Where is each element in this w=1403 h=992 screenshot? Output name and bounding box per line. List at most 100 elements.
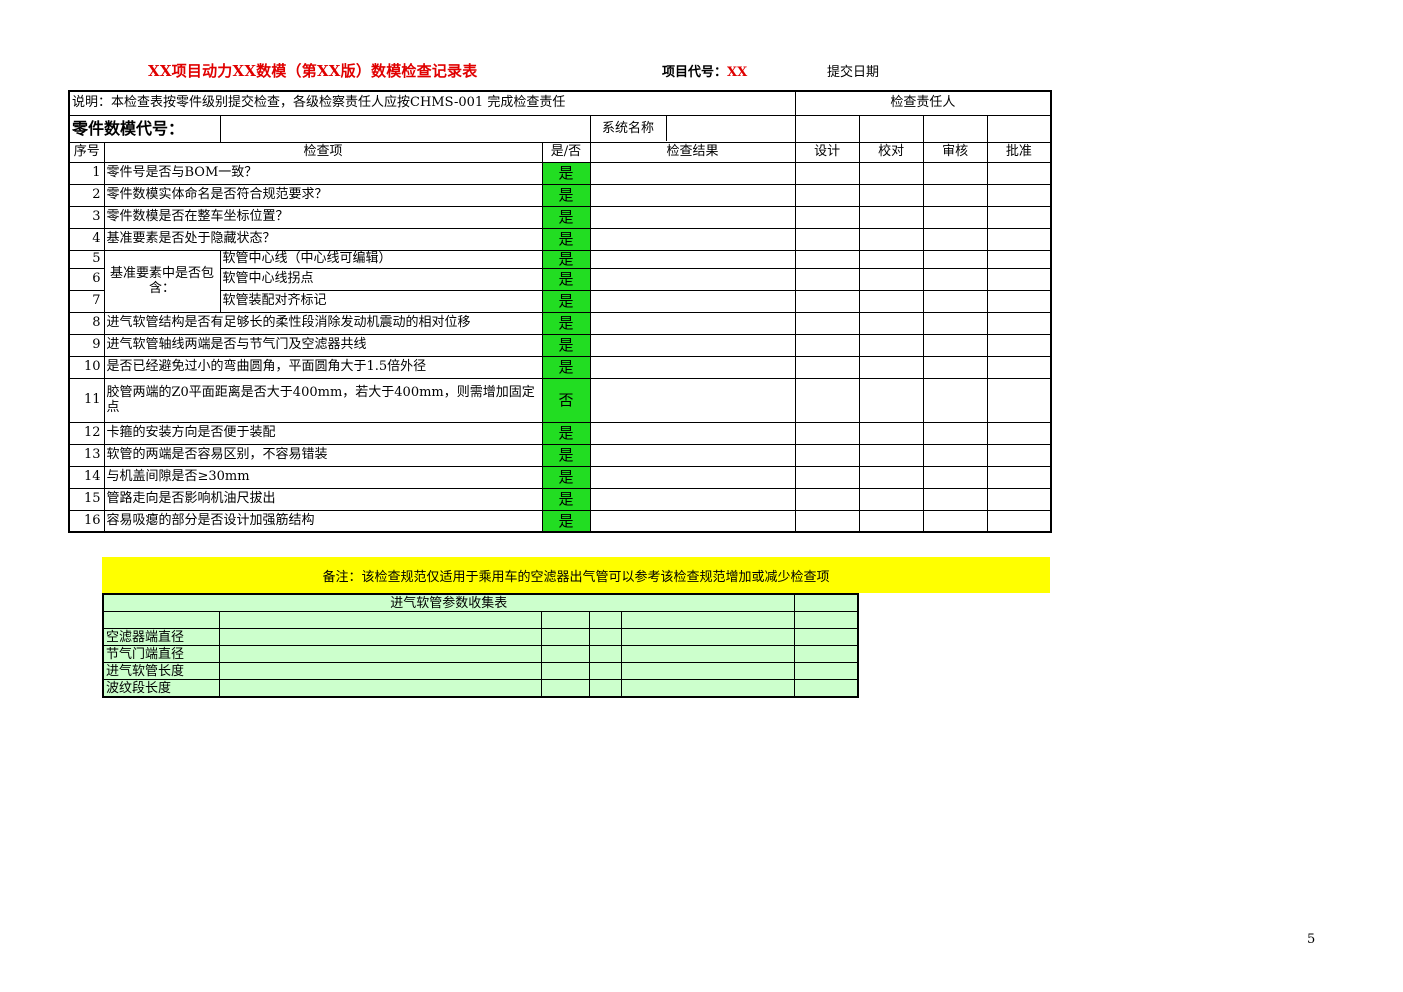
params-cell[interactable] [588,662,622,680]
params-cell[interactable] [540,645,590,663]
params-cell[interactable] [218,645,542,663]
proof-cell[interactable] [858,421,924,445]
review-cell[interactable] [922,443,988,467]
proof-cell[interactable] [858,249,924,269]
result-cell[interactable] [589,183,796,207]
review-cell[interactable] [922,509,988,533]
approve-cell[interactable] [986,205,1052,229]
answer-cell[interactable]: 是 [541,487,591,511]
design-cell[interactable] [794,183,860,207]
params-cell[interactable] [793,679,859,698]
result-cell[interactable] [589,487,796,511]
review-cell[interactable] [922,377,988,423]
sign-design-cell[interactable] [794,114,860,143]
sign-approve-cell[interactable] [986,114,1052,143]
params-cell[interactable] [620,662,795,680]
design-cell[interactable] [794,311,860,335]
review-cell[interactable] [922,227,988,251]
sign-proof-cell[interactable] [858,114,924,143]
result-cell[interactable] [589,311,796,335]
result-cell[interactable] [589,333,796,357]
answer-cell[interactable]: 是 [541,227,591,251]
answer-cell[interactable]: 是 [541,333,591,357]
proof-cell[interactable] [858,227,924,251]
review-cell[interactable] [922,183,988,207]
proof-cell[interactable] [858,509,924,533]
result-cell[interactable] [589,421,796,445]
review-cell[interactable] [922,161,988,185]
params-cell[interactable] [540,611,590,629]
answer-cell[interactable]: 是 [541,161,591,185]
review-cell[interactable] [922,487,988,511]
proof-cell[interactable] [858,267,924,291]
answer-cell[interactable]: 是 [541,509,591,533]
review-cell[interactable] [922,289,988,313]
result-cell[interactable] [589,509,796,533]
params-cell[interactable] [540,662,590,680]
review-cell[interactable] [922,465,988,489]
answer-cell[interactable]: 是 [541,183,591,207]
review-cell[interactable] [922,311,988,335]
params-cell[interactable] [620,611,795,629]
design-cell[interactable] [794,227,860,251]
answer-cell[interactable]: 是 [541,289,591,313]
approve-cell[interactable] [986,183,1052,207]
part-code-value-cell[interactable] [219,114,591,143]
params-cell[interactable] [588,645,622,663]
result-cell[interactable] [589,443,796,467]
design-cell[interactable] [794,509,860,533]
approve-cell[interactable] [986,377,1052,423]
params-cell[interactable] [793,628,859,646]
approve-cell[interactable] [986,355,1052,379]
proof-cell[interactable] [858,333,924,357]
review-cell[interactable] [922,267,988,291]
proof-cell[interactable] [858,487,924,511]
design-cell[interactable] [794,377,860,423]
design-cell[interactable] [794,421,860,445]
review-cell[interactable] [922,333,988,357]
result-cell[interactable] [589,289,796,313]
result-cell[interactable] [589,249,796,269]
approve-cell[interactable] [986,267,1052,291]
result-cell[interactable] [589,267,796,291]
approve-cell[interactable] [986,443,1052,467]
answer-cell[interactable]: 是 [541,267,591,291]
params-cell[interactable] [218,628,542,646]
answer-cell[interactable]: 是 [541,205,591,229]
answer-cell[interactable]: 是 [541,443,591,467]
proof-cell[interactable] [858,183,924,207]
proof-cell[interactable] [858,443,924,467]
review-cell[interactable] [922,205,988,229]
answer-cell[interactable]: 是 [541,355,591,379]
proof-cell[interactable] [858,377,924,423]
params-cell[interactable] [588,628,622,646]
design-cell[interactable] [794,161,860,185]
answer-cell[interactable]: 是 [541,249,591,269]
design-cell[interactable] [794,465,860,489]
params-cell[interactable] [793,611,859,629]
approve-cell[interactable] [986,465,1052,489]
review-cell[interactable] [922,421,988,445]
result-cell[interactable] [589,227,796,251]
review-cell[interactable] [922,355,988,379]
params-cell[interactable] [620,628,795,646]
design-cell[interactable] [794,355,860,379]
proof-cell[interactable] [858,289,924,313]
params-cell[interactable] [102,611,220,629]
params-cell[interactable] [540,679,590,698]
answer-cell[interactable]: 是 [541,311,591,335]
proof-cell[interactable] [858,205,924,229]
params-cell[interactable] [218,611,542,629]
answer-cell[interactable]: 是 [541,421,591,445]
design-cell[interactable] [794,249,860,269]
approve-cell[interactable] [986,487,1052,511]
approve-cell[interactable] [986,289,1052,313]
proof-cell[interactable] [858,465,924,489]
params-cell[interactable] [218,662,542,680]
design-cell[interactable] [794,267,860,291]
approve-cell[interactable] [986,161,1052,185]
approve-cell[interactable] [986,509,1052,533]
proof-cell[interactable] [858,355,924,379]
params-cell[interactable] [588,679,622,698]
params-cell[interactable] [620,645,795,663]
